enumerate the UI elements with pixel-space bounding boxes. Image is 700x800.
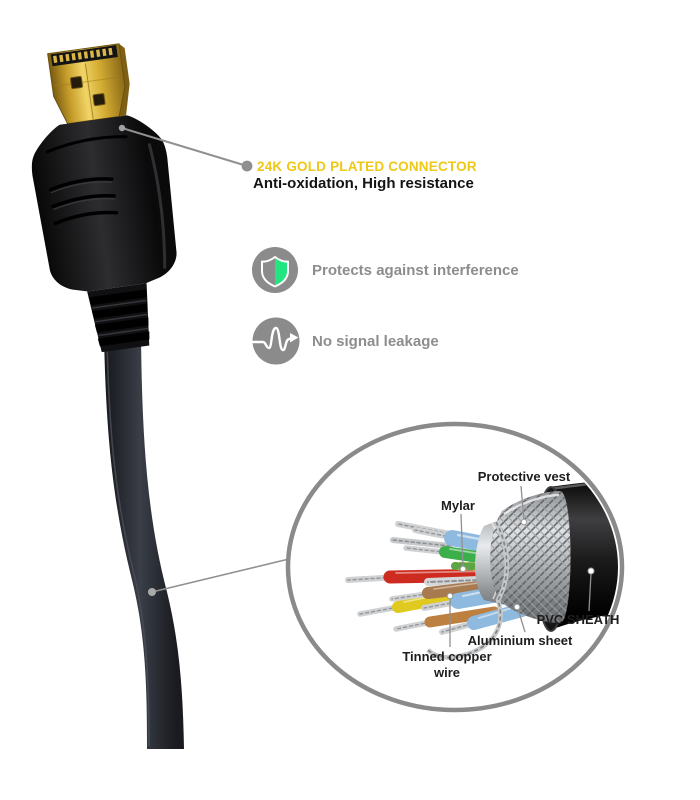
inset-circle bbox=[285, 421, 625, 713]
feature-label-interference: Protects against interference bbox=[312, 262, 519, 279]
headline-leader-line bbox=[118, 124, 253, 172]
headline-title: 24K GOLD PLATED CONNECTOR bbox=[257, 159, 477, 174]
signal-wave-icon bbox=[246, 317, 300, 365]
inset-leader-line bbox=[148, 558, 290, 596]
inset-label-leaders bbox=[446, 485, 595, 647]
drain-wire-graphic bbox=[426, 520, 510, 660]
gold-connector-tip bbox=[47, 43, 130, 125]
label-pvc-sheath: PVC SHEATH bbox=[536, 612, 620, 627]
shield-check-icon bbox=[252, 247, 298, 293]
hdmi-connector bbox=[31, 43, 177, 353]
connector-body bbox=[31, 115, 177, 292]
inner-wires bbox=[345, 521, 529, 635]
cable-cross-section bbox=[345, 476, 618, 660]
cable bbox=[104, 336, 184, 749]
braid-shield-graphic bbox=[490, 491, 571, 623]
label-aluminium-sheet: Aluminium sheet bbox=[467, 633, 573, 648]
feature-label-leakage: No signal leakage bbox=[312, 333, 439, 350]
label-protective-vest: Protective vest bbox=[477, 469, 571, 484]
pin-row bbox=[50, 45, 118, 67]
headline-subtitle: Anti-oxidation, High resistance bbox=[253, 175, 474, 192]
label-tinned-copper-wire: Tinned copper wire bbox=[402, 649, 492, 680]
label-mylar: Mylar bbox=[441, 498, 475, 513]
strain-relief bbox=[87, 283, 150, 353]
